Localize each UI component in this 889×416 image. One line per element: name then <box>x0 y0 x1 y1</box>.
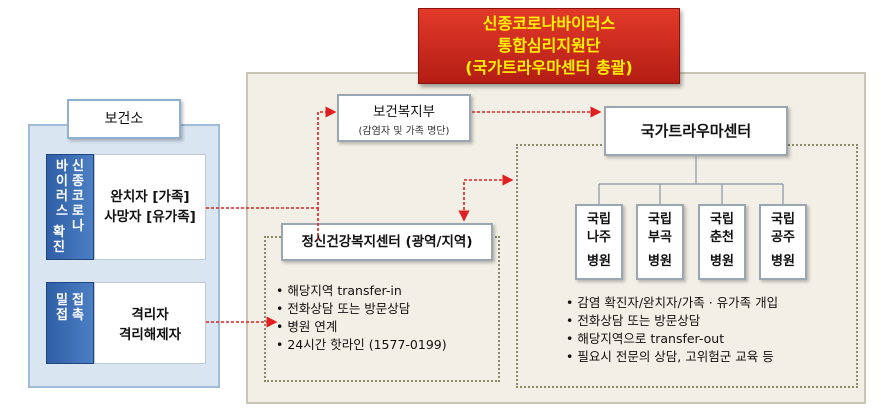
corona-confirmed-box: 완치자 [가족] 사망자 [유가족] <box>94 154 206 260</box>
list-item: 전화상담 또는 방문상담 <box>566 312 856 330</box>
hospital-label: 국립 <box>648 212 672 227</box>
corona-tab-col-1: 바이러스 <box>56 159 68 219</box>
contact-tab-col-2: 접촉 <box>72 293 84 323</box>
close-contact-tab: 밀접접촉 <box>46 282 94 364</box>
hospital-label: 국립 <box>771 212 795 227</box>
contact-item-isolated: 격리자 <box>131 307 169 323</box>
corona-tab-col-2: 신종코로나 <box>72 159 84 234</box>
list-item: 전화상담 또는 방문상담 <box>276 300 496 318</box>
list-item: 24시간 핫라인 (1577-0199) <box>276 336 496 354</box>
list-item: 필요시 전문의 상담, 고위험군 교육 등 <box>566 348 856 366</box>
arrow-corona-to-ministry <box>206 106 337 209</box>
ministry-subtitle: (감염자 및 가족 명단) <box>358 126 450 137</box>
hospital-label: 나주 <box>587 230 611 245</box>
health-center-title: 보건소 <box>67 99 181 139</box>
hospital-chuncheon: 국립 춘천 병원 <box>698 204 746 280</box>
mental-health-center-list: 해당지역 transfer-in 전화상담 또는 방문상담 병원 연계 24시간… <box>276 282 496 354</box>
contact-item-released: 격리해제자 <box>118 327 182 343</box>
hospital-label: 국립 <box>710 212 734 227</box>
hospital-label: 병원 <box>587 254 611 269</box>
hospital-label: 병원 <box>771 254 795 269</box>
tree-ntc-to-hospitals <box>598 156 784 204</box>
list-item: 감염 확진자/완치자/가족 · 유가족 개입 <box>566 294 856 312</box>
hospital-label: 공주 <box>771 230 795 245</box>
corona-tab-bottom: 확진 <box>53 225 65 255</box>
national-trauma-center-title: 국가트라우마센터 <box>604 106 788 156</box>
hospital-label: 병원 <box>710 254 734 269</box>
ministry-title: 보건복지부 <box>372 104 436 120</box>
hospital-label: 춘천 <box>710 230 734 245</box>
hospital-naju: 국립 나주 병원 <box>575 204 623 280</box>
list-item: 해당지역으로 transfer-out <box>566 330 856 348</box>
national-trauma-center-list: 감염 확진자/완치자/가족 · 유가족 개입 전화상담 또는 방문상담 해당지역… <box>566 294 856 366</box>
corona-item-recovered: 완치자 [가족] <box>110 189 190 205</box>
header-line-1: 신종코로나바이러스 <box>482 14 616 33</box>
hospital-label: 국립 <box>587 212 611 227</box>
list-item: 병원 연계 <box>276 318 496 336</box>
list-item: 해당지역 transfer-in <box>276 282 496 300</box>
ministry-box: 보건복지부 (감염자 및 가족 명단) <box>337 94 471 142</box>
hospital-label: 부곡 <box>648 230 672 245</box>
corona-item-deceased: 사망자 [유가족] <box>104 209 196 225</box>
mental-health-center-title: 정신건강복지센터 (광역/지역) <box>281 223 493 261</box>
header-line-3: (국가트라우마센터 총괄) <box>465 58 633 77</box>
arrow-mh-ntc-bidirectional <box>458 174 514 222</box>
close-contact-box: 격리자 격리해제자 <box>94 282 206 364</box>
contact-tab-col-1: 밀접 <box>56 293 68 323</box>
header-banner: 신종코로나바이러스 통합심리지원단 (국가트라우마센터 총괄) <box>418 8 680 84</box>
hospital-gongju: 국립 공주 병원 <box>759 204 807 280</box>
hospital-bugok: 국립 부곡 병원 <box>636 204 684 280</box>
hospital-label: 병원 <box>648 254 672 269</box>
corona-confirmed-tab: 바이러스 신종코로나 확진 <box>46 154 94 260</box>
header-line-2: 통합심리지원단 <box>497 36 601 55</box>
